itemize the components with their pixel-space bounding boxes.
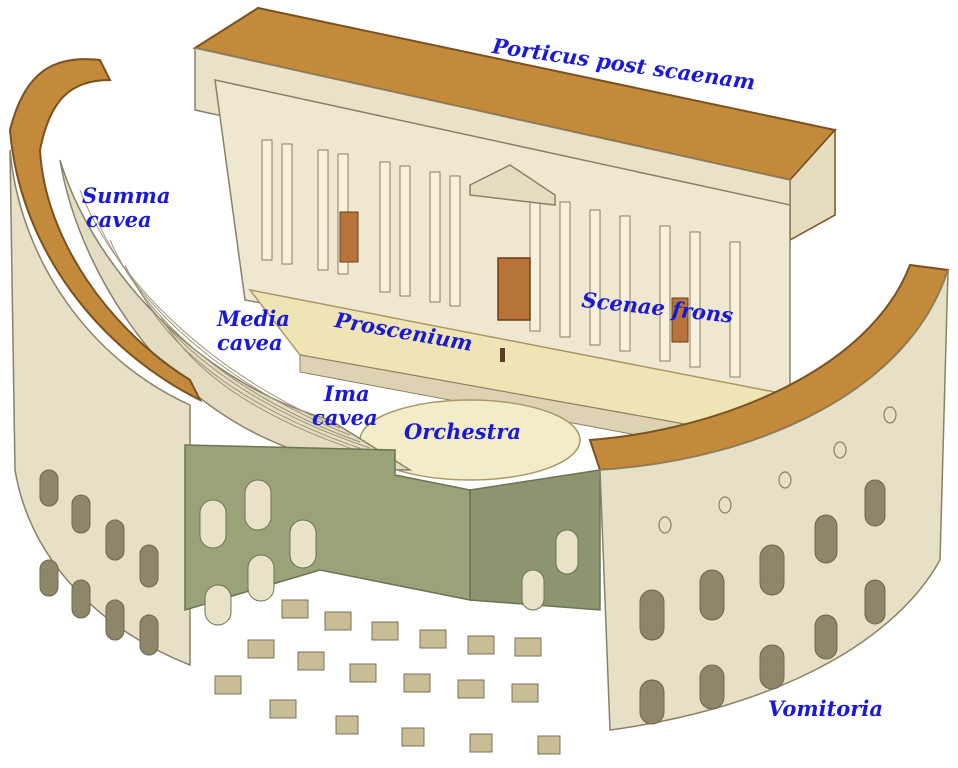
- right-door: [671, 297, 689, 343]
- actor-figure: [500, 348, 505, 362]
- label-vomitoria: Vomitoria: [768, 696, 883, 721]
- label-media-cavea: Media cavea: [217, 307, 290, 355]
- left-facade-arches: [39, 469, 159, 656]
- label-summa-cavea-line1: Summa: [82, 183, 171, 208]
- left-curved-roof: [8, 58, 203, 403]
- right-facade: [599, 269, 949, 731]
- scenae-columns: [261, 139, 741, 378]
- left-facade: [9, 149, 191, 667]
- right-facade-arches: [639, 479, 886, 725]
- label-media-cavea-line1: Media: [217, 306, 290, 331]
- label-summa-cavea-line2: cavea: [86, 207, 152, 232]
- left-door: [339, 211, 359, 263]
- label-summa-cavea: Summa cavea: [82, 184, 170, 232]
- foundation-piers: [214, 599, 561, 755]
- label-ima-cavea: Ima cavea: [312, 382, 378, 430]
- label-media-cavea-line2: cavea: [217, 330, 283, 355]
- label-orchestra: Orchestra: [404, 419, 521, 444]
- label-ima-cavea-line1: Ima: [324, 381, 370, 406]
- substructure-right: [469, 469, 601, 611]
- central-pediment: [469, 164, 556, 206]
- central-door: [497, 257, 531, 321]
- right-facade-medallions: [658, 406, 897, 534]
- label-ima-cavea-line2: cavea: [312, 405, 378, 430]
- seating-rows: [79, 189, 391, 462]
- substructure-arches: [199, 479, 579, 626]
